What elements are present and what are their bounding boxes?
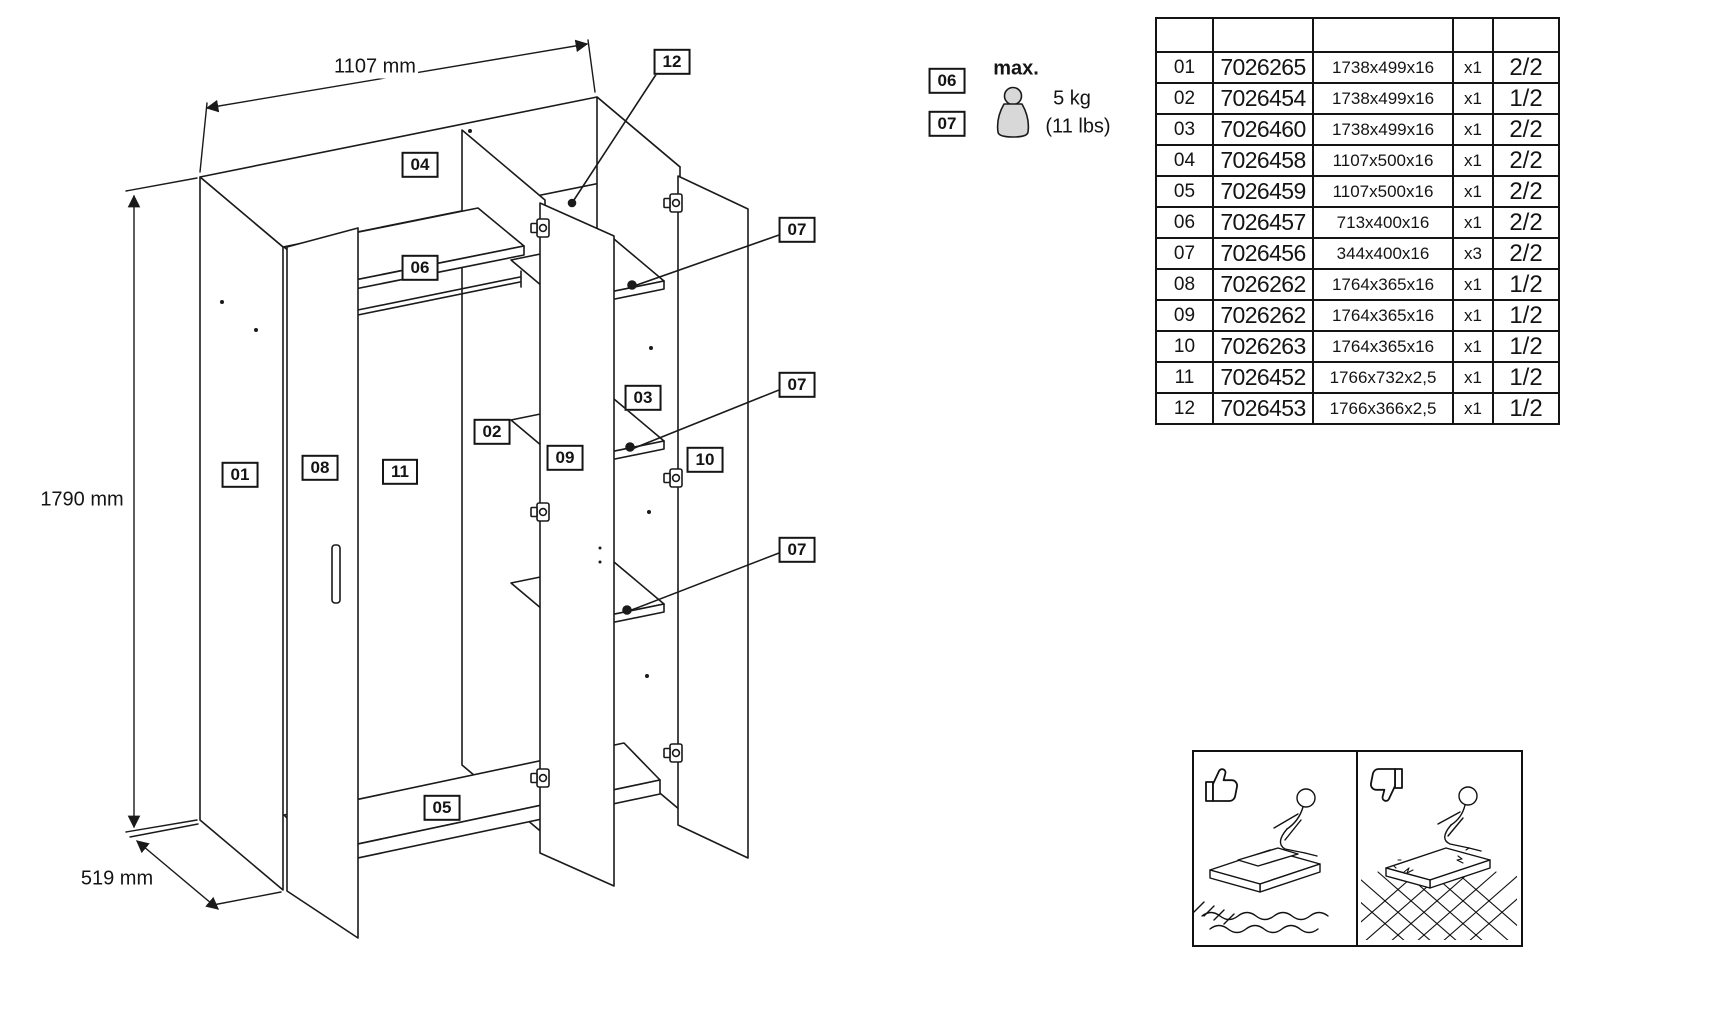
part-label-12: 12 — [653, 48, 691, 76]
wardrobe-door-middle — [539, 202, 615, 887]
person-figure — [1437, 786, 1482, 852]
tile-floor — [1361, 871, 1517, 940]
dimension-depth-label: 519 mm — [78, 867, 156, 891]
dimension-height-lines — [125, 177, 198, 833]
part-label-07-top: 07 — [778, 216, 816, 244]
table-header-row — [1155, 17, 1560, 53]
weight-kg-label: 5 kg — [1053, 87, 1091, 110]
weight-icon — [996, 86, 1030, 138]
max-label: max. — [993, 57, 1039, 80]
callout-lines — [567, 72, 780, 615]
thumbs-up-icon — [1205, 768, 1238, 802]
incorrect-assembly-panel — [1356, 750, 1523, 947]
weight-ref-06: 06 — [928, 67, 966, 95]
part-label-04: 04 — [401, 151, 439, 179]
assembly-panel — [1209, 847, 1321, 893]
pin-hole-dots — [220, 129, 653, 678]
dimension-width-label: 1107 mm — [332, 55, 418, 79]
carpet-lines — [1194, 901, 1329, 934]
thumbs-down-icon — [1370, 768, 1403, 802]
assembly-panel — [1385, 847, 1491, 889]
correct-surface-illustration — [1194, 768, 1329, 934]
part-label-07-middle: 07 — [778, 371, 816, 399]
part-label-06: 06 — [401, 254, 439, 282]
wardrobe-door-left — [286, 227, 359, 939]
wardrobe-door-right — [677, 175, 749, 859]
part-label-02: 02 — [473, 418, 511, 446]
part-label-10: 10 — [686, 446, 724, 474]
dimension-height-label: 1790 mm — [38, 488, 126, 512]
dimension-depth-lines — [129, 823, 282, 910]
weight-lbs-label: (11 lbs) — [1045, 115, 1111, 138]
part-label-11: 11 — [382, 458, 418, 486]
part-label-03: 03 — [624, 384, 662, 412]
part-label-08: 08 — [301, 454, 339, 482]
part-label-01: 01 — [221, 461, 259, 489]
weight-ref-07: 07 — [928, 110, 966, 138]
wardrobe-left-side-panel — [199, 176, 284, 891]
part-label-09: 09 — [546, 444, 584, 472]
part-label-05: 05 — [423, 794, 461, 822]
correct-assembly-panel — [1192, 750, 1359, 947]
person-figure — [1273, 788, 1318, 857]
part-label-07-bottom: 07 — [778, 536, 816, 564]
incorrect-surface-illustration — [1361, 768, 1517, 940]
